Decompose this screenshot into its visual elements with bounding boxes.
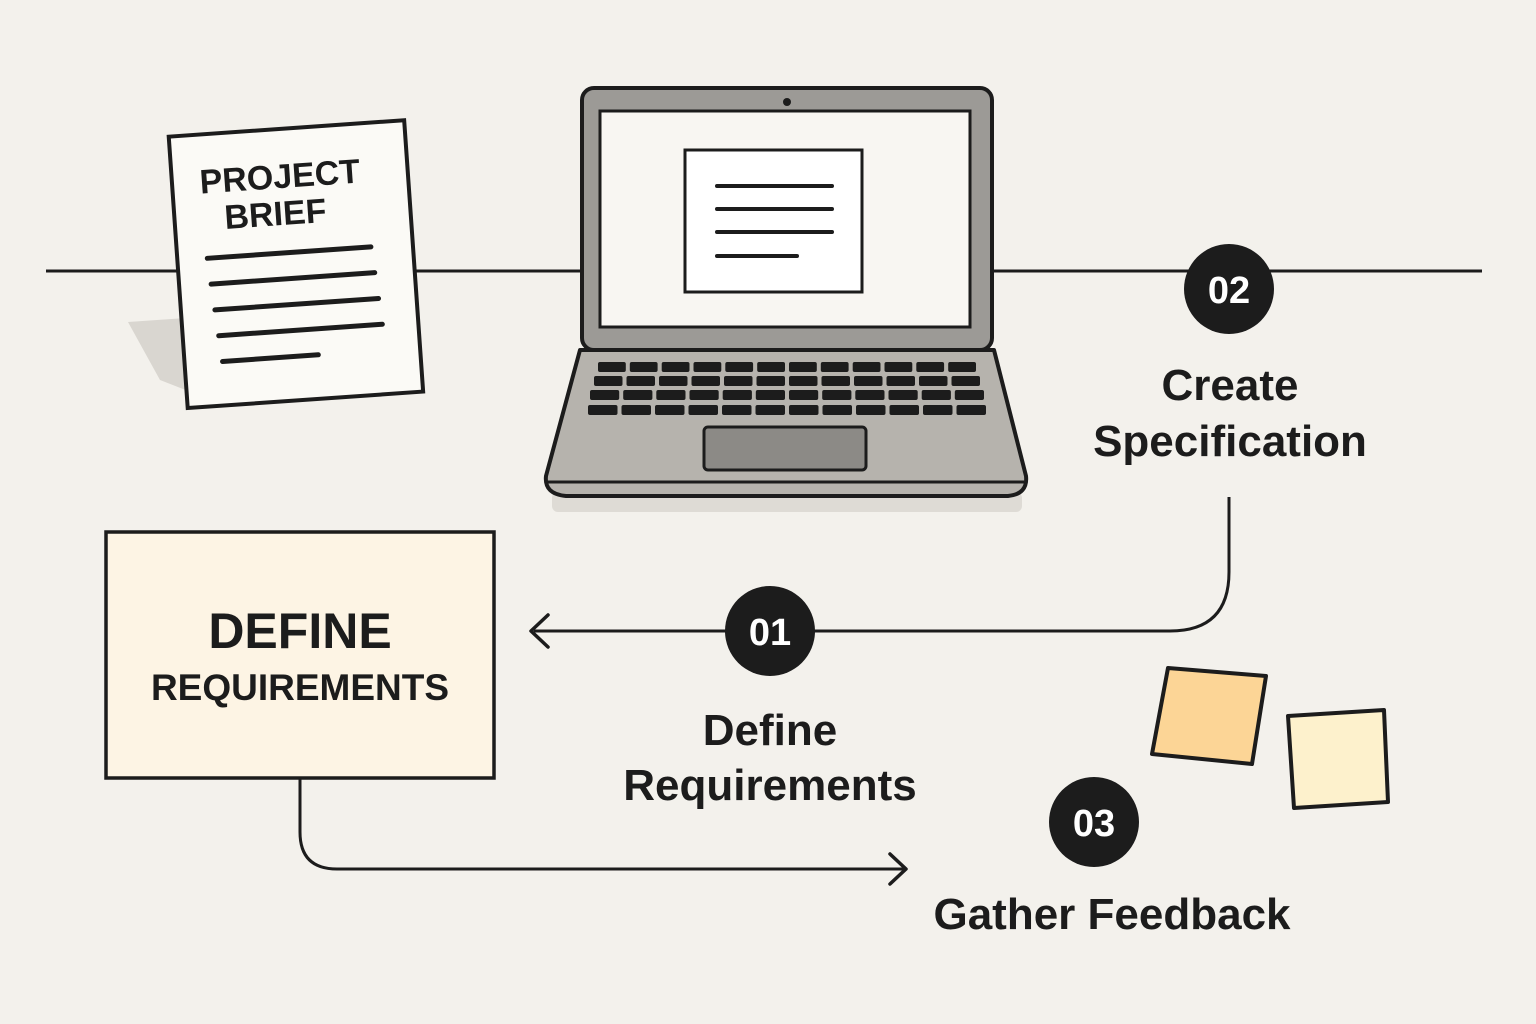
- keyboard-key: [919, 376, 948, 386]
- step-01-label-line1: Define: [702, 706, 838, 755]
- keyboard-key: [916, 362, 945, 372]
- keyboard-key: [655, 405, 685, 415]
- connector-arrow-box-to-03: [298, 778, 908, 886]
- keyboard-key: [855, 390, 885, 400]
- brief-title-line2: BRIEF: [223, 192, 327, 237]
- webcam-icon: [783, 98, 791, 106]
- keyboard-key: [626, 376, 655, 386]
- keyboard-key: [821, 376, 850, 386]
- keyboard-key: [884, 362, 913, 372]
- keyboard-key: [822, 405, 852, 415]
- keyboard-key: [951, 376, 980, 386]
- keyboard-key: [886, 376, 915, 386]
- keyboard-key: [621, 405, 651, 415]
- keyboard-key: [659, 376, 688, 386]
- keyboard-key: [722, 390, 752, 400]
- step-badge-03: 03: [1049, 777, 1139, 867]
- keyboard-key: [923, 405, 953, 415]
- keyboard-key: [820, 362, 849, 372]
- keyboard-key: [789, 376, 818, 386]
- sticky-notes: [1150, 666, 1390, 810]
- keyboard-key: [689, 390, 719, 400]
- sticky-note-orange: [1150, 666, 1268, 766]
- trackpad: [702, 425, 868, 472]
- document-window-icon: [683, 148, 864, 294]
- step-02-label-line2: Specification: [1093, 417, 1367, 466]
- connector-arrow-02-to-01: [529, 497, 1231, 649]
- keyboard-key: [656, 390, 686, 400]
- keyboard-key: [722, 405, 752, 415]
- sticky-note-cream: [1286, 708, 1390, 810]
- keyboard-key: [661, 362, 690, 372]
- arrow-head-icon: [888, 852, 908, 886]
- keyboard-key: [822, 390, 852, 400]
- arrow-head-icon: [529, 613, 550, 649]
- keyboard-key: [889, 405, 919, 415]
- brief-text-lines: [204, 244, 385, 364]
- keyboard-key: [954, 390, 984, 400]
- step-number-02: 02: [1208, 270, 1250, 312]
- keyboard-key: [629, 362, 658, 372]
- keyboard-key: [755, 405, 785, 415]
- keyboard-key: [921, 390, 951, 400]
- keyboard-key: [623, 390, 653, 400]
- laptop-illustration: [543, 86, 1029, 512]
- box-title-line1: DEFINE: [208, 603, 392, 659]
- define-requirements-box: [104, 530, 496, 780]
- step-badge-02: 02: [1184, 244, 1274, 334]
- keyboard-key: [854, 376, 883, 386]
- step-number-01: 01: [749, 612, 791, 654]
- keyboard-key: [852, 362, 881, 372]
- keyboard-key: [594, 376, 623, 386]
- keyboard-key: [948, 362, 976, 372]
- keyboard-key: [688, 405, 718, 415]
- step-number-03: 03: [1073, 803, 1115, 845]
- step-02-label-line1: Create: [1161, 361, 1299, 410]
- keyboard-key: [856, 405, 886, 415]
- keyboard-key: [789, 390, 819, 400]
- keyboard-key: [598, 362, 626, 372]
- keyboard-key: [725, 362, 754, 372]
- keyboard-key: [755, 390, 785, 400]
- keyboard-key: [588, 405, 618, 415]
- keyboard-key: [888, 390, 918, 400]
- step-03-label: Gather Feedback: [933, 890, 1291, 939]
- step-01-label-line2: Requirements: [623, 761, 917, 810]
- keyboard-key: [693, 362, 722, 372]
- keyboard: [588, 362, 986, 415]
- keyboard-key: [789, 405, 819, 415]
- keyboard-key: [757, 362, 785, 372]
- step-badge-01: 01: [725, 586, 815, 676]
- keyboard-key: [789, 362, 817, 372]
- project-brief-document: PROJECT BRIEF: [128, 118, 426, 411]
- keyboard-key: [956, 405, 986, 415]
- box-title-line2: REQUIREMENTS: [150, 667, 450, 708]
- keyboard-key: [691, 376, 720, 386]
- keyboard-key: [724, 376, 753, 386]
- keyboard-key: [756, 376, 785, 386]
- keyboard-key: [590, 390, 620, 400]
